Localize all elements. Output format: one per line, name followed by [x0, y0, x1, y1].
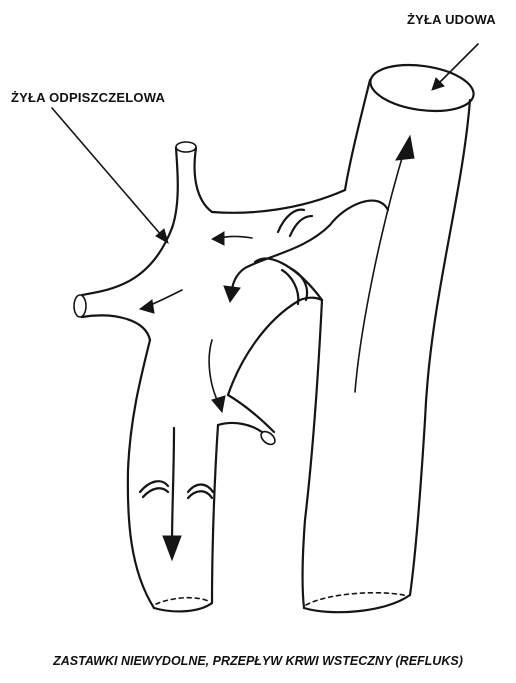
- reflux-arrow-lower-branch: [209, 340, 218, 402]
- femoral-vein-left-wall-upper: [345, 80, 370, 190]
- reflux-arrow-trunk: [172, 428, 174, 545]
- left-branch-upper-wall: [82, 228, 172, 295]
- saphenous-vein-label: ŻYŁA ODPISZCZELOWA: [11, 90, 165, 105]
- reflux-arrow-left-branch-head: [140, 300, 154, 313]
- saphenous-label-pointer: [52, 108, 162, 236]
- reflux-arrow-trunk-head: [163, 536, 181, 560]
- junction-upper-wall: [212, 190, 345, 213]
- trunk-bottom-rim: [154, 603, 212, 611]
- femoral-vein-left-wall-lower: [303, 300, 322, 608]
- reflux-arrows: [140, 201, 388, 560]
- left-branch-lower-wall: [82, 315, 150, 340]
- femoral-arrow-head: [396, 136, 414, 160]
- valve-upper-right: [290, 216, 312, 236]
- reflux-arrow-lower-branch-head: [212, 396, 225, 412]
- label-pointers: [52, 44, 478, 243]
- upper-branch-left-wall: [172, 148, 178, 228]
- valve-lower-right-b: [188, 491, 212, 498]
- femoral-arrow-shaft: [355, 148, 405, 392]
- valve-middle-left: [282, 270, 298, 304]
- femoral-vein-bottom-rim: [304, 595, 410, 612]
- femoral-vein-label: ŻYŁA UDOWA: [407, 12, 496, 27]
- trunk-right-wall: [212, 425, 218, 603]
- reflux-arrow-upper-branch-head: [212, 232, 224, 245]
- femoral-label-pointer: [438, 44, 478, 84]
- left-branch-opening: [74, 295, 86, 317]
- upper-branch-right-wall: [195, 148, 212, 212]
- valve-lower-left-b: [143, 488, 168, 497]
- trunk-left-wall: [128, 340, 154, 608]
- junction-lower-wall: [255, 258, 322, 300]
- reflux-arrow-main-head: [224, 286, 240, 302]
- trunk-bottom-dash: [156, 598, 210, 604]
- femoral-vein: [303, 59, 477, 612]
- reflux-arrow-left-branch: [148, 290, 182, 306]
- reflux-arrow-main: [232, 201, 388, 292]
- femoral-vein-opening: [367, 59, 476, 117]
- reflux-arrow-upper-branch: [220, 237, 252, 239]
- valves: [140, 210, 312, 498]
- trunk-right-inner-wall: [228, 298, 322, 395]
- femoral-vein-right-wall: [410, 100, 470, 595]
- femoral-flow-arrow: [355, 136, 414, 392]
- upper-branch-opening: [176, 142, 196, 152]
- lower-branch-lower-wall: [218, 423, 262, 432]
- valve-lower-left-a: [140, 481, 168, 492]
- figure-caption: ZASTAWKI NIEWYDOLNE, PRZEPŁYW KRWI WSTEC…: [0, 654, 516, 668]
